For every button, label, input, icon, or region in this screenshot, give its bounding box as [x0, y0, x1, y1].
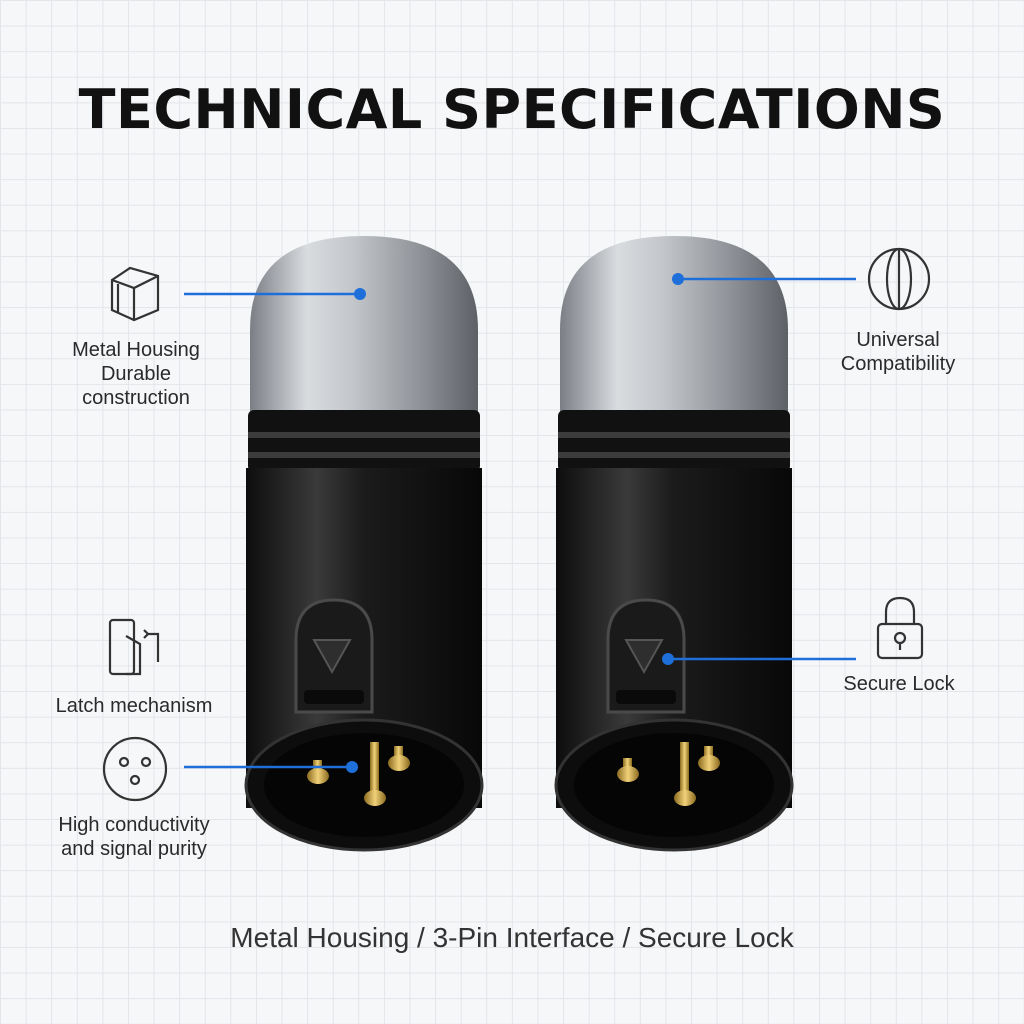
left-pin-2	[388, 755, 410, 771]
conductivity-label: High conductivity and signal purity	[58, 814, 210, 860]
latch-icon	[108, 618, 160, 676]
feature-summary: Metal Housing / 3-Pin Interface / Secure…	[230, 922, 794, 953]
globe-icon	[867, 247, 931, 311]
left-collar	[248, 410, 480, 472]
left-pin-3	[364, 790, 386, 806]
padlock-icon	[876, 596, 924, 660]
right-pin-1	[617, 766, 639, 782]
right-metal-cap	[560, 236, 788, 430]
metal-housing-label: Metal Housing Durable construction	[72, 339, 200, 409]
right-pin-2	[698, 755, 720, 771]
secure-lock-label: Secure Lock	[843, 673, 955, 695]
metal-housing-icon	[110, 266, 160, 322]
right-pin-3	[674, 790, 696, 806]
right-collar	[558, 410, 790, 472]
left-metal-cap	[250, 236, 478, 430]
left-connector	[244, 236, 484, 852]
callout-lines	[184, 273, 856, 773]
latch-label: Latch mechanism	[55, 695, 213, 717]
left-pin-1	[307, 768, 329, 784]
three-pin-icon	[102, 736, 168, 802]
right-connector	[554, 236, 794, 852]
page-title: TECHNICAL SPECIFICATIONS	[78, 78, 946, 141]
universal-label: Universal Compatibility	[840, 329, 956, 375]
